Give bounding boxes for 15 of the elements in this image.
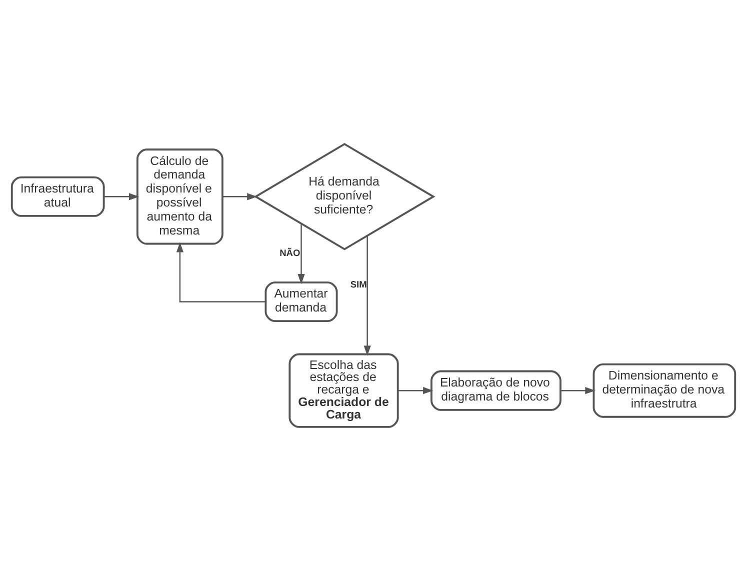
- node-box: Infraestrutura atual: [10, 176, 105, 217]
- arrow: [364, 236, 371, 356]
- arrow: [176, 242, 266, 302]
- arrow: [560, 387, 596, 394]
- node-box: Cálculo de demanda disponível e possível aumento da mesma: [136, 148, 224, 245]
- node-box: Elaboração de novo diagrama de blocos: [430, 370, 562, 411]
- arrow: [298, 224, 305, 284]
- edge-label: SIM: [350, 280, 367, 290]
- arrow: [222, 193, 258, 200]
- node-box: Aumentar demanda: [264, 281, 338, 322]
- node-box: Escolha das estações de recarga e Gerenciador de Carga: [288, 353, 399, 428]
- arrow: [104, 193, 140, 200]
- node-box: Dimensionamento e determinação de nova infraestrutra: [592, 363, 736, 418]
- arrow: [398, 387, 434, 394]
- edge-label: NÃO: [280, 248, 300, 258]
